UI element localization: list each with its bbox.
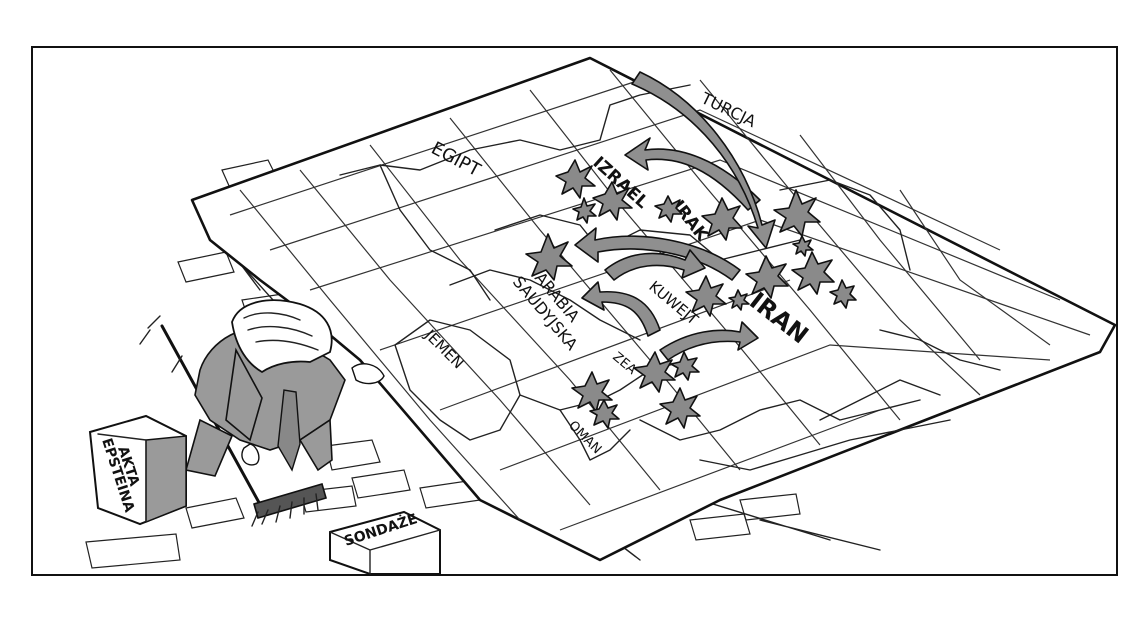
star-iran-2 (745, 255, 789, 299)
map-sheet (190, 56, 1117, 562)
leg-2 (298, 418, 333, 472)
star-iran-4 (792, 235, 814, 257)
star-irak-1 (654, 195, 683, 223)
map: TURCJA EGIPT IZRAEL IRAK ARABIA SAUDYJSK… (190, 56, 1117, 562)
star-iran-5 (829, 279, 857, 309)
arrow-arabia-to-kuwejt (604, 249, 706, 281)
hand-right (351, 363, 385, 385)
map-borders (339, 84, 1001, 471)
arrow-kuwejt-to-arabia (581, 281, 661, 337)
map-grid (229, 69, 1091, 531)
broom-head (253, 483, 327, 519)
box-sondaze: SONDAŻE (329, 510, 441, 575)
star-kuwejt-2 (728, 289, 750, 311)
star-zea-1 (633, 351, 676, 393)
explosion-stars (525, 159, 857, 429)
star-kuwejt-1 (685, 275, 727, 317)
leg (184, 418, 234, 477)
box-akta-epsteina: AKTA EPSTEINA (88, 414, 187, 526)
star-oman-3 (659, 387, 701, 429)
star-zea-2 (670, 351, 700, 381)
star-oman-2 (589, 399, 620, 429)
star-arabia-1 (525, 233, 573, 281)
tie (277, 389, 301, 472)
arrow-izrael-to-iran (631, 71, 776, 249)
hair (231, 299, 333, 374)
hand-left (241, 443, 260, 466)
arm (225, 347, 263, 442)
star-izrael-1 (555, 159, 596, 199)
motion-lines (139, 315, 183, 373)
star-irak-2 (701, 197, 743, 241)
attack-arrows (574, 71, 776, 361)
panel-border (31, 46, 1118, 576)
star-izrael-2 (592, 181, 633, 221)
star-izrael-3 (572, 197, 597, 224)
arrow-iran-to-izrael (624, 137, 761, 211)
sweeping-man (139, 299, 385, 527)
arrow-zea-to-iran (659, 321, 759, 361)
star-iran-3 (791, 251, 835, 295)
